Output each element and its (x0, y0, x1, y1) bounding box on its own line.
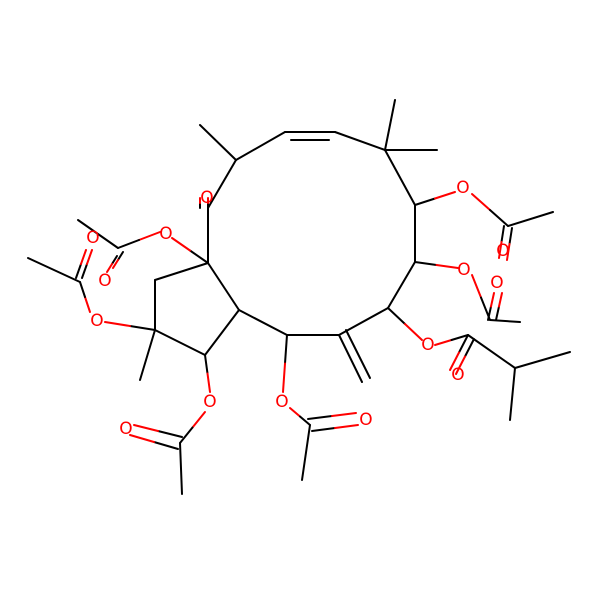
bond-line (27, 257, 81, 283)
bond-line (387, 261, 416, 309)
bond-line (86, 249, 93, 265)
bond-line (450, 334, 469, 341)
bond-line (509, 367, 516, 421)
bond-line (179, 442, 183, 495)
bond-line (467, 334, 516, 369)
bond-line (139, 329, 156, 381)
atom-label-O3: O (98, 271, 111, 291)
bond-line (384, 149, 416, 206)
bond-line (79, 281, 86, 298)
bond-line (129, 434, 155, 443)
bond-line (104, 321, 131, 327)
bond-line (81, 263, 88, 279)
bond-line (299, 415, 311, 426)
bond-line (111, 255, 118, 265)
bond-line (387, 307, 406, 325)
bond-line (154, 329, 206, 356)
bond-line (498, 292, 503, 308)
bond-line (307, 415, 333, 420)
bond-line (404, 323, 423, 341)
bond-line (507, 211, 554, 227)
bond-line (487, 305, 492, 321)
bond-line (189, 249, 209, 264)
atom-label-O8: O (275, 392, 288, 412)
bond-line (334, 131, 386, 151)
bond-line (133, 424, 159, 432)
atom-label-layer: O O O O O O O O O O O O O O O (86, 178, 509, 439)
atom-label-O15: O (496, 241, 509, 261)
bond-line (206, 372, 211, 393)
atom-label-O11: O (451, 365, 464, 385)
bond-line (129, 325, 156, 331)
atom-label-O14: O (456, 178, 469, 198)
bond-line (204, 309, 240, 356)
bond-line (508, 227, 513, 245)
bond-line (464, 338, 475, 358)
bond-line (338, 334, 363, 383)
atom-label-O12: O (457, 260, 470, 280)
bond-line (345, 329, 371, 379)
bond-line (495, 305, 500, 321)
bond-line (157, 430, 183, 438)
bond-line (414, 261, 438, 266)
bond-line (506, 243, 511, 261)
bond-line (489, 319, 521, 323)
atom-label-O5: O (86, 228, 99, 248)
atom-label-O6: O (203, 392, 216, 412)
bond-line (238, 309, 288, 336)
atom-label-O7: O (119, 419, 132, 439)
bond-layer (27, 99, 571, 495)
bond-line (500, 225, 505, 243)
bond-line (458, 334, 469, 354)
bond-line (514, 351, 571, 369)
bond-line (153, 441, 179, 450)
bond-line (455, 355, 466, 375)
bond-line (490, 292, 495, 308)
bond-line (80, 249, 87, 265)
bond-line (471, 274, 482, 299)
bond-line (434, 191, 456, 200)
bond-line (204, 354, 209, 375)
bond-line (414, 197, 436, 206)
bond-line (117, 239, 140, 249)
bond-line (498, 241, 503, 259)
bond-line (117, 251, 124, 261)
bond-line (284, 334, 288, 365)
bond-line (199, 124, 237, 161)
bond-line (77, 219, 119, 249)
bond-line (138, 231, 161, 241)
bond-line (171, 237, 191, 252)
bond-line (75, 263, 82, 279)
bond-line (489, 209, 509, 227)
bond-line (331, 412, 357, 417)
atom-label-O1: O (200, 188, 213, 208)
bond-line (471, 193, 491, 211)
bond-line (154, 262, 209, 281)
bond-line (311, 427, 336, 432)
bond-line (106, 263, 113, 273)
bond-line (434, 339, 453, 346)
bond-line (334, 424, 359, 429)
atom-label-O9: O (359, 410, 372, 430)
bond-line (289, 407, 301, 418)
bond-line (235, 131, 286, 161)
bond-line (449, 351, 460, 371)
bond-line (301, 424, 311, 481)
atom-label-O2: O (159, 224, 172, 244)
bond-line (207, 262, 240, 311)
bond-line (179, 426, 194, 444)
atom-label-O13: O (490, 273, 503, 293)
bond-line (84, 296, 91, 313)
atom-label-O10: O (421, 335, 434, 355)
bond-line (282, 362, 286, 393)
atom-label-O4: O (90, 311, 103, 331)
bond-line (384, 99, 396, 151)
bond-line (191, 411, 206, 429)
bond-line (112, 259, 119, 269)
bond-line (435, 264, 459, 269)
bond-line (207, 159, 237, 209)
